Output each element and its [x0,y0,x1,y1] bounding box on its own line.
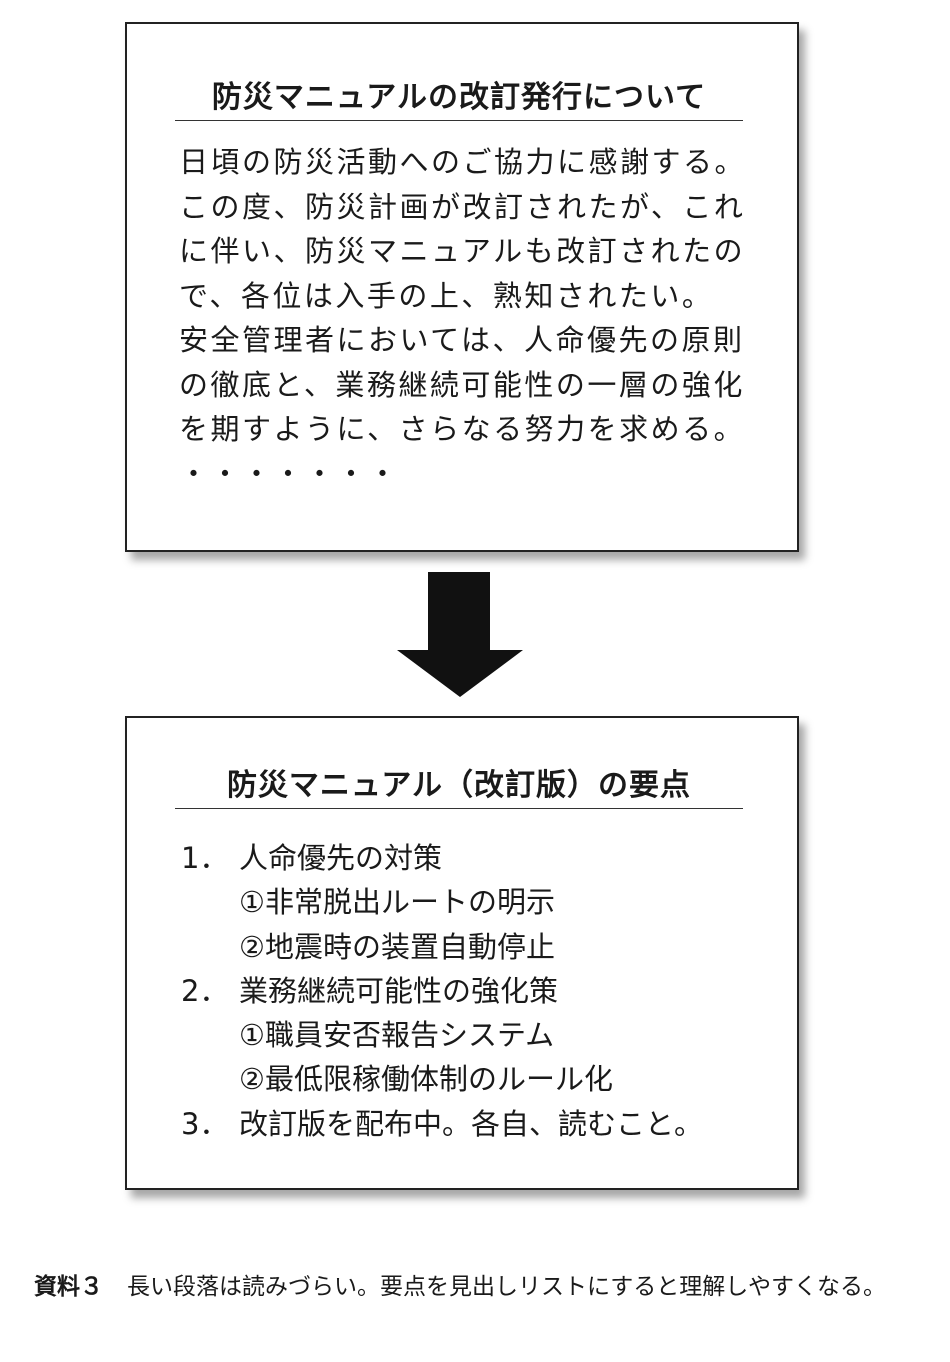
sub-item: ②最低限稼働体制のルール化 [239,1062,613,1097]
list-item: 1． 人命優先の対策 [181,836,703,880]
down-arrow-icon [397,572,523,697]
item-text: 人命優先の対策 [239,841,443,875]
item-number: 1． [181,841,229,875]
caption-label: 資料３ [34,1274,103,1300]
item-text: 改訂版を配布中。各自、読むこと。 [239,1106,704,1141]
body-line: この度、防災計画が改訂されたが、これ [179,189,746,224]
list-item: 2． 業務継続可能性の強化策 [181,969,703,1013]
summary-box: 防災マニュアル（改訂版）の要点 1． 人命優先の対策 ①非常脱出ルートの明示 ②地… [125,716,799,1190]
summary-title: 防災マニュアル（改訂版）の要点 [175,760,743,809]
body-line: の徹底と、業務継続可能性の一層の強化 [179,367,745,402]
original-notice-box: 防災マニュアルの改訂発行について 日頃の防災活動へのご協力に感謝する。 この度、… [125,22,799,552]
list-item: 3． 改訂版を配布中。各自、読むこと。 [181,1102,703,1146]
ellipsis-dots: ・・・・・・・ [179,456,400,491]
sub-item: ①非常脱出ルートの明示 [239,885,555,920]
body-line: 日頃の防災活動へのご協力に感謝する。 [179,145,747,179]
summary-list: 1． 人命優先の対策 ①非常脱出ルートの明示 ②地震時の装置自動停止 2． 業務継続… [181,836,703,1146]
item-text: 業務継続可能性の強化策 [239,973,559,1008]
body-line: 安全管理者においては、人命優先の原則 [179,323,745,357]
body-line: で、各位は入手の上、熟知されたい。 [179,278,714,313]
caption-text: 長い段落は読みづらい。要点を見出しリストにすると理解しやすくなる。 [127,1274,886,1300]
original-notice-body: 日頃の防災活動へのご協力に感謝する。 この度、防災計画が改訂されたが、これ に伴… [179,140,746,496]
sub-item: ①職員安否報告システム [239,1018,555,1053]
item-number: 3． [181,1106,229,1141]
item-number: 2． [181,973,229,1008]
figure-caption: 資料３ 長い段落は読みづらい。要点を見出しリストにすると理解しやすくなる。 [34,1270,914,1305]
original-notice-title: 防災マニュアルの改訂発行について [175,72,743,121]
body-line: を期すように、さらなる努力を求める。 [179,412,746,446]
body-line: に伴い、防災マニュアルも改訂されたの [179,234,746,268]
sub-item: ②地震時の装置自動停止 [239,929,555,964]
